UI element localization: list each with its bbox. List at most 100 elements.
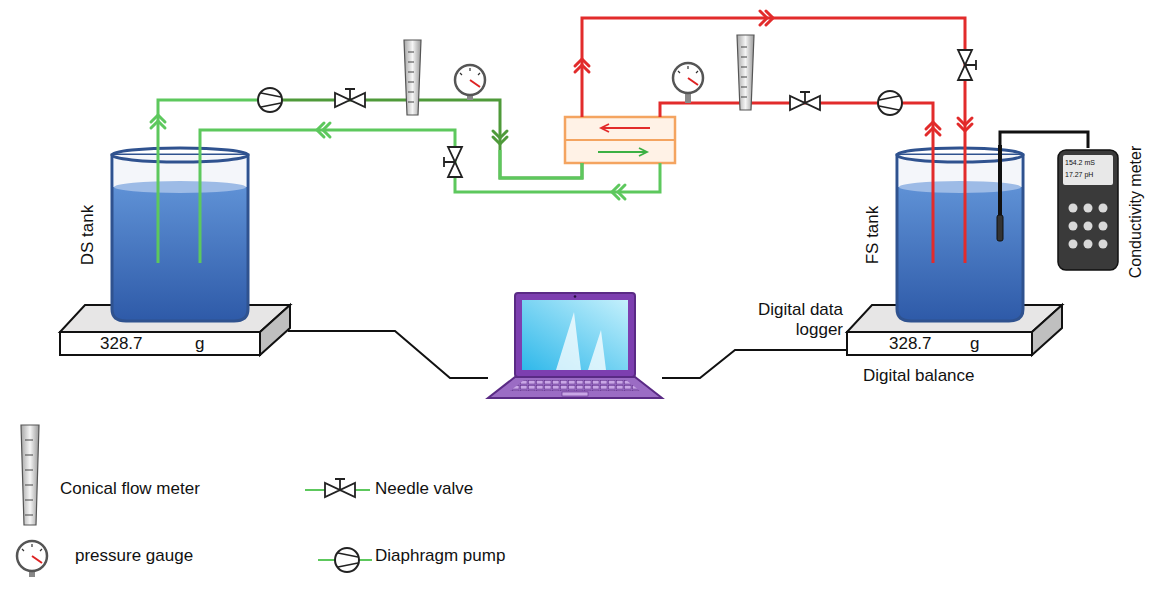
tank-pipe — [932, 145, 935, 263]
laptop-camera — [574, 295, 577, 298]
laptop-keyboard — [510, 380, 640, 391]
pump-mark — [879, 96, 899, 110]
balance-unit: g — [195, 334, 204, 354]
conical-flow-meter — [737, 35, 754, 110]
meter-button — [1099, 222, 1108, 231]
needle-valve — [335, 89, 365, 107]
gauge-ticks — [460, 68, 480, 75]
valve-stem — [965, 60, 976, 70]
meter-button — [1069, 240, 1078, 249]
tank-body — [112, 155, 248, 321]
flow-chevron — [493, 131, 507, 144]
balance-display — [60, 332, 260, 355]
gauge-needle — [470, 80, 480, 87]
conical-flow-meter — [404, 40, 421, 115]
flow-chevron — [926, 122, 940, 135]
screen-glare — [556, 312, 606, 370]
conductivity-meter: 154.2 mS17.27 pHConductivity meter — [1055, 148, 1150, 273]
diaphragm-pump — [878, 91, 902, 115]
draw-solution-return-pipe — [200, 130, 660, 192]
laptop — [488, 293, 662, 398]
draw-solution-pipe — [282, 100, 582, 178]
water-surface — [114, 181, 246, 193]
meter-button — [1084, 204, 1093, 213]
pump-body — [258, 88, 282, 112]
meter-tube — [404, 40, 421, 115]
meter-button — [1099, 240, 1108, 249]
balance-top — [60, 305, 290, 332]
needle-valve — [958, 50, 976, 80]
gauge-dial — [673, 63, 703, 93]
balance-reading: 328.7 — [100, 334, 143, 354]
feed-flow-arrow — [601, 124, 650, 132]
legend-label: Diaphragm pump — [375, 546, 505, 566]
flow-chevrons — [151, 11, 972, 199]
meter-scale — [25, 440, 33, 515]
tank-pipe — [964, 145, 967, 263]
feed-solution-tank: FS tank — [860, 145, 1030, 325]
draw-flow-arrow — [598, 148, 647, 156]
legend-label: pressure gauge — [75, 546, 193, 566]
tank-rim — [112, 148, 248, 162]
laptop-lid — [515, 293, 635, 377]
feed-solution-return-pipe — [582, 18, 965, 145]
flow-chevron — [317, 123, 330, 137]
meter-button — [1084, 240, 1093, 249]
tank-label: DS tank — [78, 205, 98, 265]
meter-button — [1069, 222, 1078, 231]
gauge-ticks — [678, 66, 698, 73]
balance-display — [847, 332, 1032, 355]
tank-label: FS tank — [863, 206, 883, 265]
flow-chevron — [760, 11, 773, 25]
meter-label: Conductivity meter — [1127, 146, 1145, 279]
tank-pipe — [199, 145, 202, 263]
flow-chevron — [612, 185, 625, 199]
data-cable — [662, 350, 848, 378]
tank-rim — [897, 148, 1023, 162]
diaphragm-pump-symbol — [335, 548, 359, 572]
meter-screen — [1063, 155, 1113, 185]
balance-top — [847, 305, 1062, 332]
pump-mark — [261, 93, 281, 107]
meter-scale — [408, 52, 414, 102]
probe-cable — [998, 145, 1002, 217]
data-logger-label: Digital data logger — [735, 300, 843, 341]
meter-tube — [737, 35, 754, 110]
gauge-ticks — [22, 544, 42, 551]
balance-side — [260, 305, 290, 355]
water-surface — [899, 181, 1021, 193]
pressure-gauge — [455, 65, 485, 100]
meter-reading: 17.27 pH — [1065, 171, 1093, 179]
probe-cable — [1000, 132, 1088, 148]
needle-valve — [444, 147, 462, 177]
module-housing — [565, 117, 675, 163]
meter-button — [1084, 222, 1093, 231]
flow-meter-symbol — [21, 425, 39, 525]
meter-housing — [1058, 150, 1118, 270]
legend-label: Conical flow meter — [60, 479, 200, 499]
laptop-base — [488, 377, 662, 398]
tank-pipe — [157, 145, 160, 263]
pressure-gauge — [673, 63, 703, 103]
legend-label: Needle valve — [375, 479, 473, 499]
tank-body — [897, 155, 1023, 321]
laptop-screen — [522, 300, 628, 370]
flow-chevron — [151, 115, 165, 128]
gauge-needle — [688, 78, 698, 85]
flow-chevron — [575, 59, 589, 72]
meter-reading: 154.2 mS — [1065, 159, 1095, 167]
balance-reading: 328.7 — [889, 334, 932, 354]
meter-scale — [741, 47, 747, 97]
pump-mark — [338, 553, 358, 567]
laptop-touchpad — [562, 392, 588, 396]
meter-button — [1099, 204, 1108, 213]
legend-symbols — [17, 425, 372, 577]
balance-side — [1032, 305, 1062, 355]
flow-chevron — [958, 118, 972, 131]
balance-caption: Digital balance — [863, 366, 975, 386]
diaphragm-pump — [258, 88, 282, 112]
valve-stem — [444, 157, 455, 167]
draw-solution-tank: DS tank — [70, 145, 255, 325]
valve-stem — [345, 89, 355, 100]
